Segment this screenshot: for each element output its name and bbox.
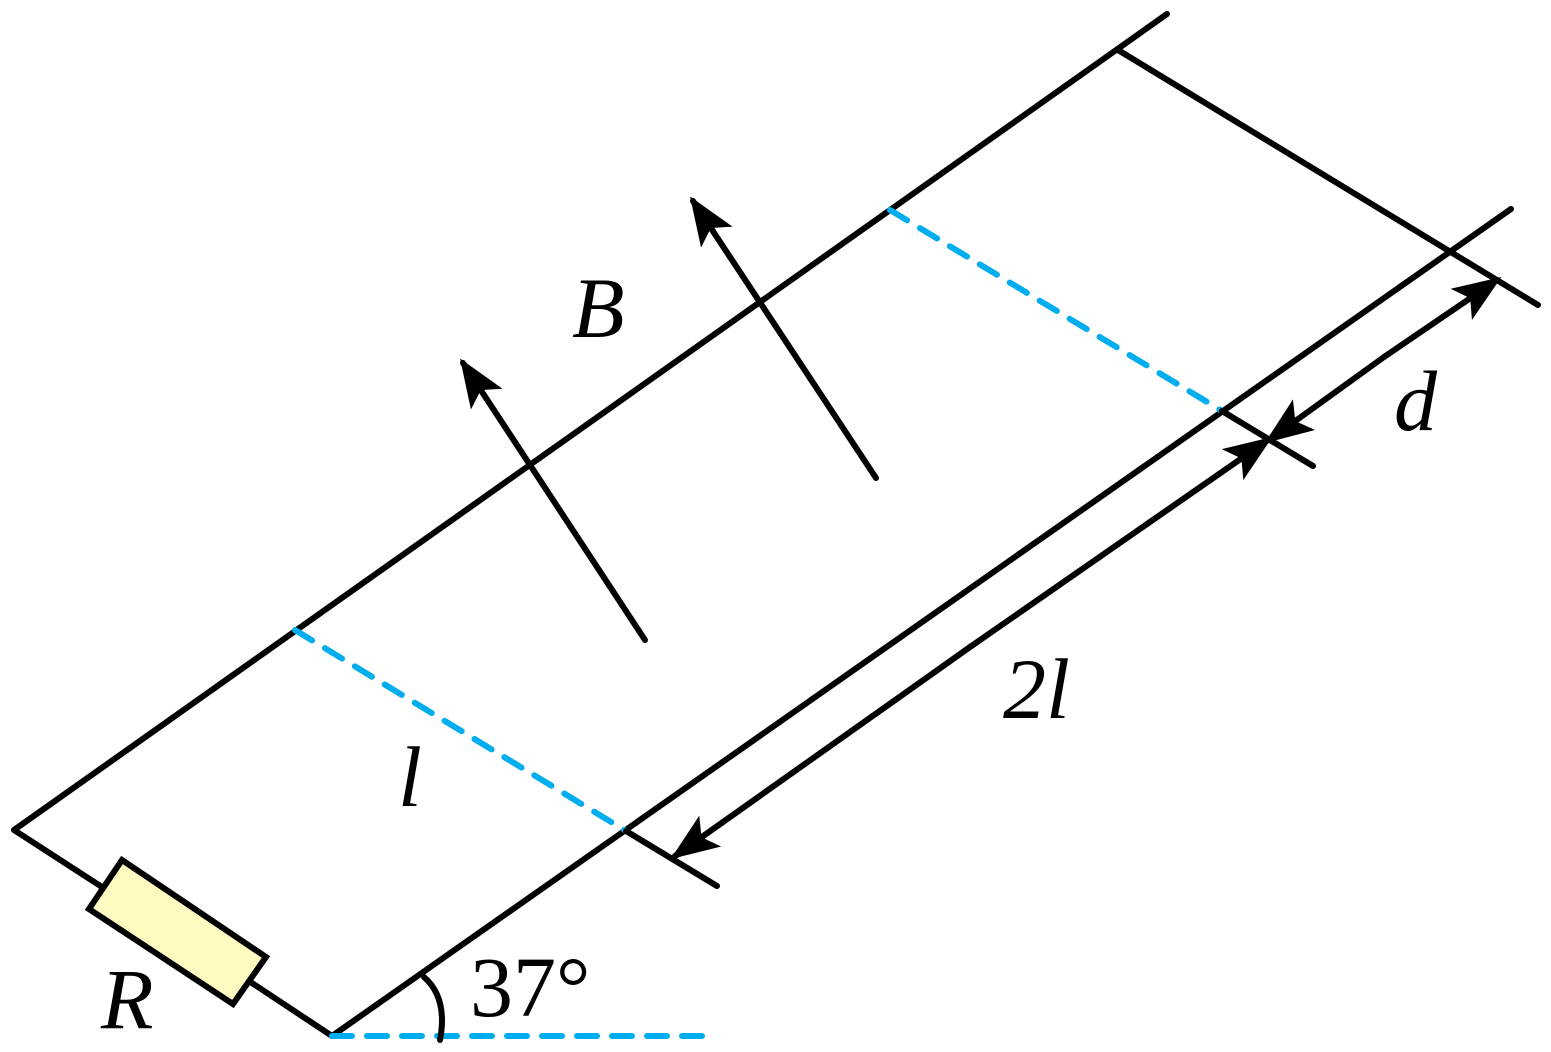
resistor (84, 855, 271, 1009)
length-label-l: l (398, 729, 422, 825)
dimension-2l-to-lower (670, 644, 973, 860)
left-end-wire-upper (11, 827, 105, 890)
lower-rail (329, 206, 1514, 1039)
upper-rail (11, 11, 1170, 833)
dimension-2l-to-upper (967, 436, 1273, 650)
left-end-wire-lower (249, 980, 335, 1039)
length-label-2l: 2l (1003, 641, 1070, 737)
dimension-d-to-lower (1264, 354, 1387, 444)
field-arrow-left (460, 358, 648, 643)
resistor-label: R (100, 951, 154, 1047)
field-boundary-lower (292, 627, 629, 834)
top-crossbar (1115, 47, 1541, 308)
gap-label-d: d (1394, 353, 1438, 449)
field-label-b: B (572, 260, 625, 356)
field-arrow-right (690, 196, 879, 481)
angle-label: 37° (470, 939, 590, 1035)
dimension-d-to-upper (1381, 276, 1502, 360)
field-boundary-upper (887, 207, 1225, 414)
angle-arc (421, 974, 445, 1043)
